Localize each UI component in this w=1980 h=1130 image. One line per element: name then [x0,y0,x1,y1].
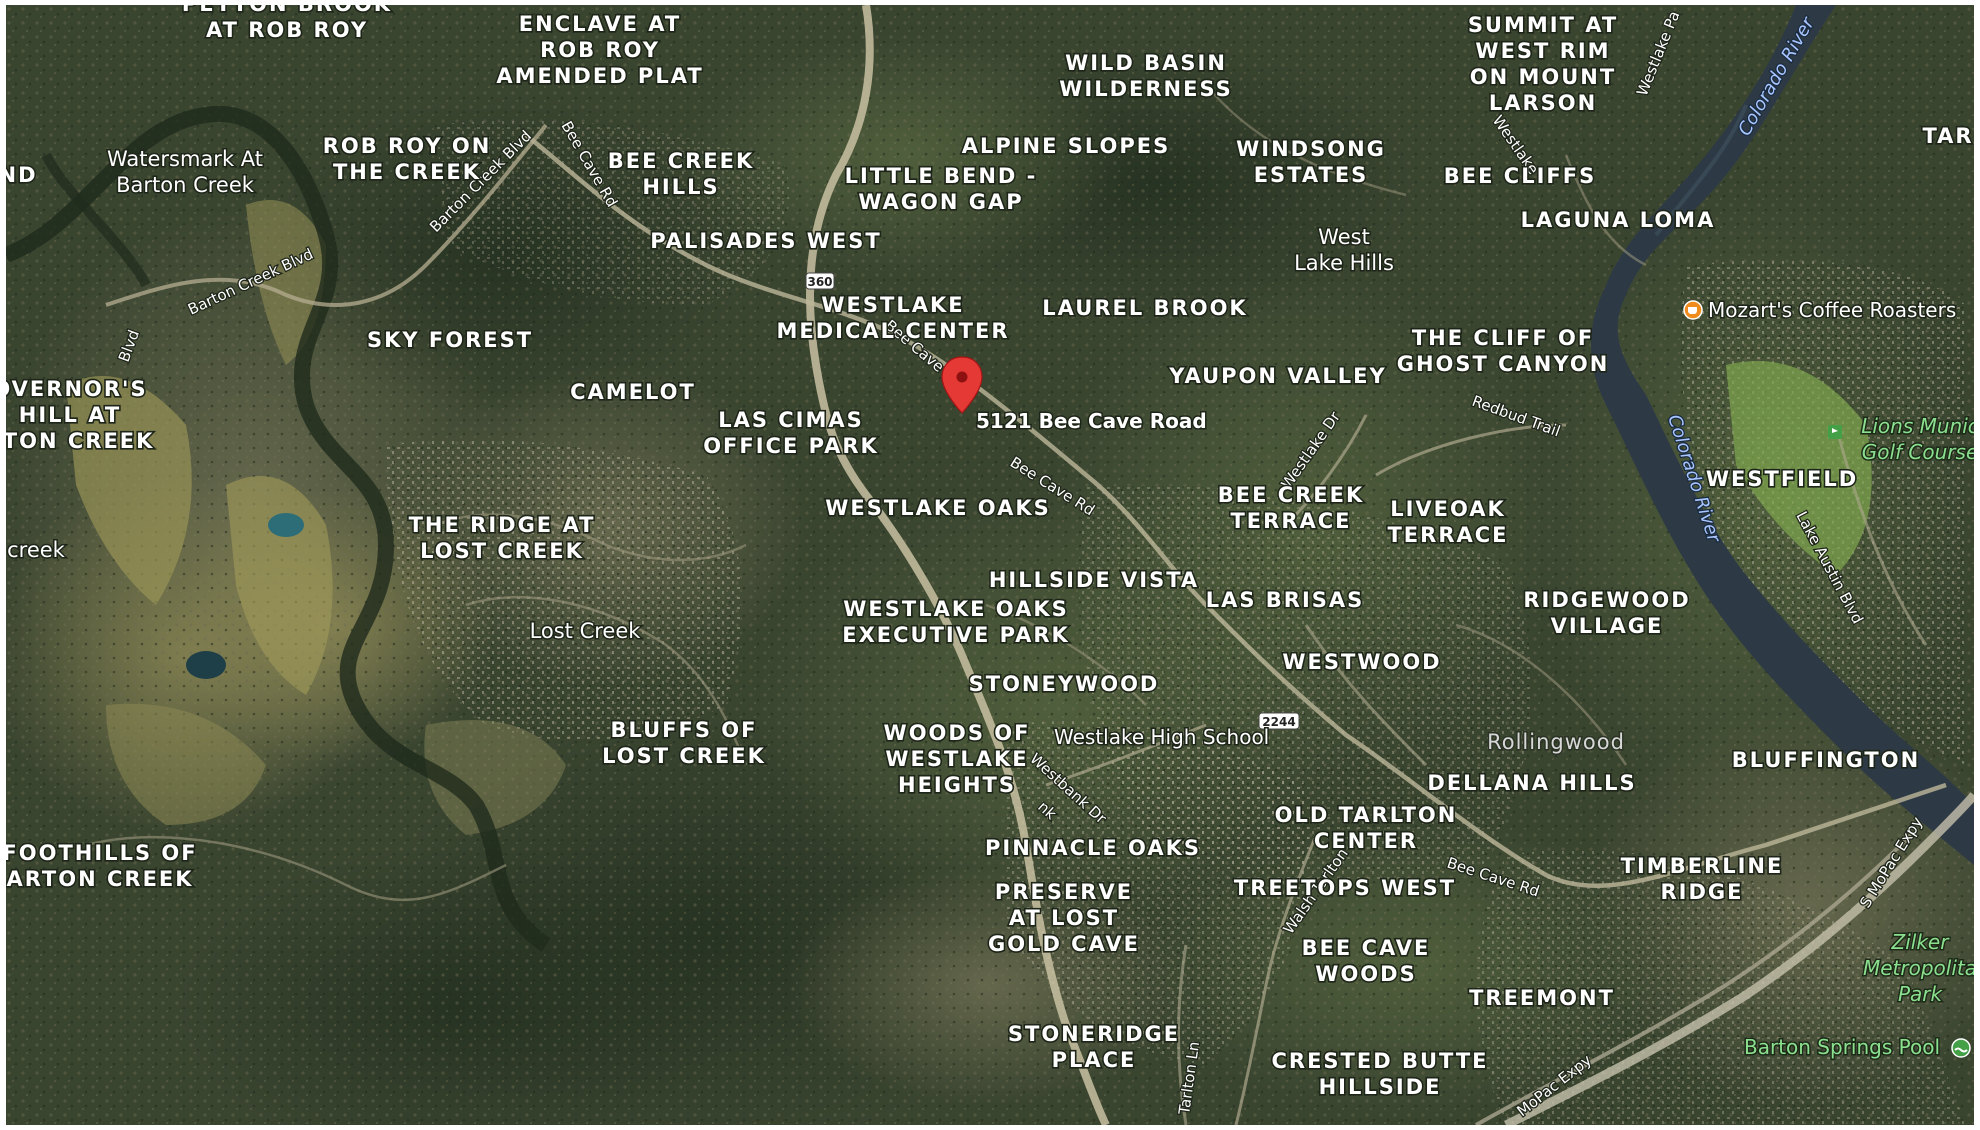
place-label: Rollingwood [1487,730,1625,754]
golf-course-marker [1828,425,1842,439]
neighborhood-label: BEE CLIFFS [1444,164,1596,188]
poi-label: Mozart's Coffee Roasters [1708,298,1956,322]
neighborhood-label: LAS BRISAS [1206,588,1365,612]
neighborhood-label: TREEMONT [1469,986,1615,1010]
neighborhood-label: PALISADES WEST [650,229,881,253]
poi-mozarts-coffee[interactable]: Mozart's Coffee Roasters [1683,297,1958,324]
poi-label: Westlake High School [1054,725,1269,749]
location-pin[interactable]: 5121 Bee Cave Road [941,356,1208,435]
neighborhood-label: STONEYWOOD [969,672,1160,696]
neighborhood-label: HILLSIDE VISTA [989,568,1199,592]
neighborhood-label: LITTLE BEND -WAGON GAP [845,164,1038,214]
neighborhood-label: ND [6,163,38,187]
map-canvas[interactable]: 360 2244 Colorado River Colorado River B… [6,5,1974,1125]
neighborhood-label: BLUFFINGTON [1732,748,1920,772]
neighborhood-label: YAUPON VALLEY [1168,364,1386,388]
neighborhood-label: LAGUNA LOMA [1521,208,1716,232]
poi-label: Barton Springs Pool [1744,1035,1940,1059]
neighborhood-label: DELLANA HILLS [1427,771,1636,795]
neighborhood-label: WESTWOOD [1282,650,1441,674]
neighborhood-label: ALPINE SLOPES [962,134,1171,158]
place-label: creek [7,538,66,562]
neighborhood-label: SKY FOREST [367,328,533,352]
svg-text:360: 360 [807,275,832,289]
poi-westlake-high-school[interactable]: Westlake High School [1053,705,1271,751]
place-label: Lost Creek [530,619,642,643]
neighborhood-label: PINNACLE OAKS [985,836,1201,860]
neighborhood-label: TREETOPS WEST [1234,876,1456,900]
poi-barton-springs-pool[interactable]: Barton Springs Pool [1743,1034,1971,1061]
neighborhood-label: TAR [1922,124,1973,148]
neighborhood-label: WESTLAKE OAKS [825,496,1050,520]
satellite-map[interactable]: 360 2244 Colorado River Colorado River B… [6,5,1974,1125]
neighborhood-label: LAUREL BROOK [1042,296,1247,320]
swimming-icon [1951,1038,1971,1058]
neighborhood-label: CAMELOT [570,380,696,404]
highway-shield-360: 360 [805,272,835,290]
highway-shield-2244: 2244 [1258,712,1300,730]
svg-text:2244: 2244 [1262,715,1295,729]
pin-label: 5121 Bee Cave Road [976,409,1207,433]
map-pin-icon [941,356,983,414]
neighborhood-label: WESTFIELD [1706,467,1858,491]
neighborhood-label: PEYTON BROOKAT ROB ROY [182,5,392,42]
